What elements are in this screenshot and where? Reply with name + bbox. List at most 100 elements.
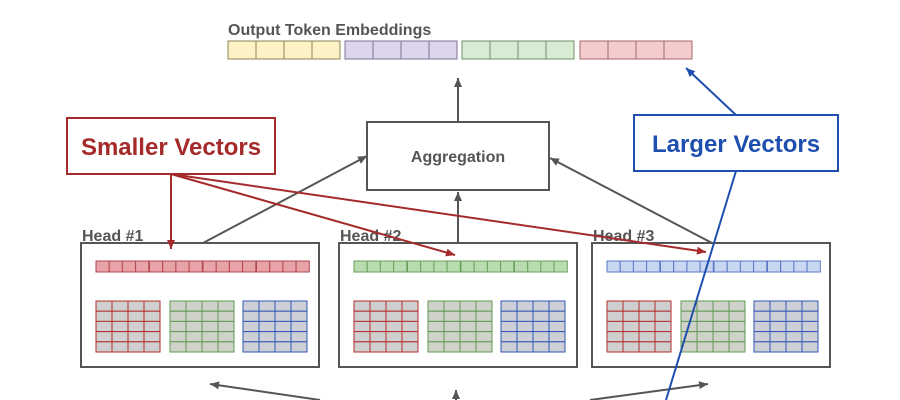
- head-vector-cell: [242, 260, 257, 273]
- matrix-cell: [696, 300, 714, 312]
- embedding-cell: [255, 40, 285, 60]
- matrix-cell: [169, 320, 187, 333]
- head-vector-cell: [806, 260, 821, 273]
- matrix-cell: [728, 310, 746, 322]
- matrix-cell: [785, 310, 803, 322]
- head-vector-cell: [646, 260, 661, 273]
- matrix-cell: [258, 320, 276, 333]
- head-vector-cell: [606, 260, 621, 273]
- head-vector-cell: [739, 260, 755, 273]
- head-vector-cell: [188, 260, 203, 273]
- matrix-cell: [242, 300, 260, 312]
- embedding-cell: [607, 40, 637, 60]
- matrix-cell: [548, 300, 566, 312]
- matrix-cell: [401, 331, 419, 343]
- matrix-cell: [712, 341, 730, 353]
- matrix-cell: [728, 331, 746, 343]
- matrix-cell: [548, 341, 566, 353]
- head-vector-cell: [713, 260, 728, 273]
- matrix-cell: [638, 310, 656, 322]
- matrix-cell: [274, 331, 292, 343]
- matrix-cell: [500, 341, 518, 353]
- matrix-cell: [143, 310, 161, 322]
- matrix-cell: [500, 320, 518, 333]
- matrix-cell: [369, 320, 387, 333]
- matrix-cell: [638, 331, 656, 343]
- matrix-cell: [127, 341, 145, 353]
- matrix-cell: [769, 300, 787, 312]
- matrix-cell: [606, 310, 624, 322]
- matrix-cell: [111, 320, 129, 333]
- matrix-cell: [353, 300, 371, 312]
- matrix-cell: [385, 300, 403, 312]
- larger-vectors-callout: [633, 114, 839, 172]
- matrix-cell: [111, 341, 129, 353]
- matrix-cell: [185, 300, 203, 312]
- head-label: Head #2: [340, 228, 401, 245]
- matrix-cell: [801, 310, 819, 322]
- head-vector-cell: [619, 260, 634, 273]
- matrix-cell: [606, 341, 624, 353]
- head-vector-cell: [780, 260, 795, 273]
- matrix-cell: [785, 331, 803, 343]
- matrix-cell: [475, 300, 493, 312]
- matrix-cell: [274, 341, 292, 353]
- head-vector-cell: [393, 260, 408, 273]
- head-vector-cell: [553, 260, 568, 273]
- matrix-cell: [622, 320, 640, 333]
- matrix-cell: [385, 310, 403, 322]
- head1-to-aggregation-arrow: [202, 155, 368, 244]
- head-vector-cell: [202, 260, 217, 273]
- matrix-cell: [185, 331, 203, 343]
- smaller-to-head3-arrow: [170, 173, 707, 255]
- matrix-cell: [290, 341, 308, 353]
- weight-matrix: [95, 300, 161, 353]
- matrix-cell: [459, 320, 477, 333]
- weight-matrix: [500, 300, 566, 353]
- matrix-cell: [290, 310, 308, 322]
- matrix-cell: [111, 300, 129, 312]
- head-vector-cell: [433, 260, 448, 273]
- embedding-cell: [344, 40, 374, 60]
- embedding-group: [227, 40, 341, 60]
- matrix-cell: [258, 310, 276, 322]
- matrix-cell: [217, 310, 235, 322]
- matrix-cell: [290, 300, 308, 312]
- matrix-cell: [201, 341, 219, 353]
- aggregation-box: [366, 121, 550, 191]
- matrix-cell: [443, 331, 461, 343]
- matrix-cell: [638, 300, 656, 312]
- matrix-cell: [728, 341, 746, 353]
- matrix-cell: [169, 341, 187, 353]
- matrix-cell: [532, 310, 550, 322]
- matrix-cell: [696, 331, 714, 343]
- matrix-cell: [753, 341, 771, 353]
- matrix-cell: [201, 331, 219, 343]
- head-vector-cell: [514, 260, 529, 273]
- matrix-cell: [801, 341, 819, 353]
- head-label: Head #1: [82, 228, 143, 245]
- matrix-cell: [753, 310, 771, 322]
- matrix-cell: [654, 331, 672, 343]
- matrix-cell: [728, 320, 746, 333]
- embedding-group: [579, 40, 693, 60]
- matrix-cell: [369, 331, 387, 343]
- head-vector-cell: [486, 260, 502, 273]
- smaller-vectors-label: Smaller Vectors: [81, 134, 261, 161]
- head-vector-cell: [162, 260, 177, 273]
- matrix-cell: [475, 310, 493, 322]
- matrix-cell: [401, 310, 419, 322]
- matrix-cell: [169, 331, 187, 343]
- matrix-cell: [169, 310, 187, 322]
- matrix-cell: [217, 331, 235, 343]
- matrix-cell: [532, 320, 550, 333]
- head-vector-cell: [527, 260, 542, 273]
- matrix-cell: [95, 341, 113, 353]
- matrix-cell: [242, 310, 260, 322]
- matrix-cell: [169, 300, 187, 312]
- matrix-cell: [516, 341, 534, 353]
- matrix-cell: [258, 300, 276, 312]
- weight-matrix: [606, 300, 672, 353]
- head-vector-cell: [726, 260, 741, 273]
- embedding-cell: [489, 40, 519, 60]
